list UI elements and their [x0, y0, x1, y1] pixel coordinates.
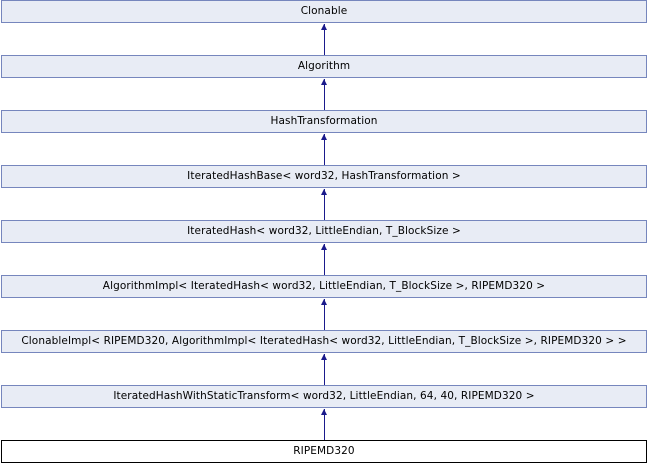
inheritance-arrow-icon [321, 354, 327, 360]
inheritance-edge-line [324, 24, 325, 55]
class-node-current[interactable]: RIPEMD320 [1, 440, 647, 463]
inheritance-arrow-icon [321, 24, 327, 30]
class-node[interactable]: IteratedHashBase< word32, HashTransforma… [1, 165, 647, 188]
class-node[interactable]: IteratedHashWithStaticTransform< word32,… [1, 385, 647, 408]
inheritance-arrow-icon [321, 299, 327, 305]
inheritance-edge-line [324, 134, 325, 165]
class-node[interactable]: IteratedHash< word32, LittleEndian, T_Bl… [1, 220, 647, 243]
class-node-label: AlgorithmImpl< IteratedHash< word32, Lit… [102, 280, 546, 292]
class-node-label: RIPEMD320 [293, 445, 355, 457]
inheritance-arrow-icon [321, 79, 327, 85]
class-node[interactable]: ClonableImpl< RIPEMD320, AlgorithmImpl< … [1, 330, 647, 353]
class-node-label: Algorithm [297, 60, 351, 72]
inheritance-arrow-icon [321, 244, 327, 250]
class-node-label: ClonableImpl< RIPEMD320, AlgorithmImpl< … [21, 335, 627, 347]
inheritance-edge-line [324, 189, 325, 220]
inheritance-edge-line [324, 354, 325, 385]
inheritance-arrow-icon [321, 189, 327, 195]
class-node-label: HashTransformation [270, 115, 378, 127]
inheritance-arrow-icon [321, 134, 327, 140]
class-node[interactable]: Algorithm [1, 55, 647, 78]
inheritance-arrow-icon [321, 409, 327, 415]
inheritance-edge-line [324, 409, 325, 440]
inheritance-edge-line [324, 79, 325, 110]
inheritance-edge-line [324, 244, 325, 275]
class-node-label: IteratedHash< word32, LittleEndian, T_Bl… [187, 225, 461, 237]
class-node[interactable]: Clonable [1, 0, 647, 23]
class-node-label: Clonable [300, 5, 348, 17]
class-node[interactable]: AlgorithmImpl< IteratedHash< word32, Lit… [1, 275, 647, 298]
class-node-label: IteratedHashBase< word32, HashTransforma… [187, 170, 461, 182]
class-node[interactable]: HashTransformation [1, 110, 647, 133]
class-node-label: IteratedHashWithStaticTransform< word32,… [113, 390, 535, 402]
inheritance-edge-line [324, 299, 325, 330]
